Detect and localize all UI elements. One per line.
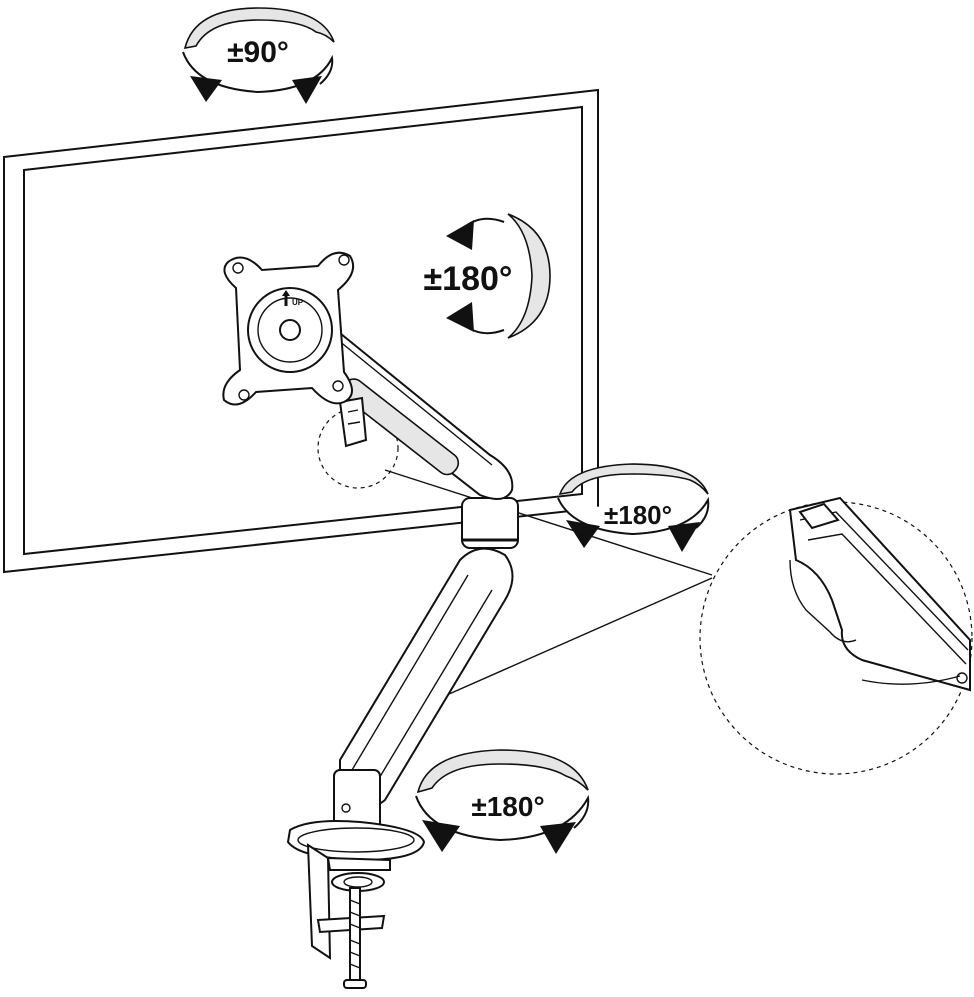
curved-rotation-arrow-icon bbox=[540, 822, 576, 854]
detail-zoom-view bbox=[699, 496, 973, 775]
up-arrow-icon bbox=[282, 290, 290, 306]
curved-rotation-arrow-icon bbox=[446, 220, 474, 250]
callout-line-bottom bbox=[439, 577, 713, 699]
detail-callout-circle-small bbox=[317, 407, 399, 489]
curved-rotation-arrow-icon bbox=[566, 520, 600, 548]
rotate-rotation-arrow: ±180° bbox=[424, 213, 551, 339]
arm-swivel-angle-label: ±180° bbox=[604, 500, 672, 530]
rotate-angle-label: ±180° bbox=[424, 260, 513, 298]
mount-up-label: UP bbox=[292, 298, 304, 307]
monitor-arm bbox=[286, 323, 519, 989]
tilt-rotation-arrow: ±90° bbox=[182, 7, 335, 104]
tilt-angle-label: ±90° bbox=[227, 36, 289, 69]
base-swivel-angle-label: ±180° bbox=[471, 791, 544, 822]
curved-rotation-arrow-icon bbox=[668, 522, 700, 552]
curved-rotation-arrow-icon bbox=[292, 76, 322, 104]
curved-rotation-arrow-icon bbox=[190, 76, 222, 102]
callout-line-top bbox=[384, 469, 713, 576]
base-swivel-rotation-arrow: ±180° bbox=[415, 749, 590, 854]
curved-rotation-arrow-icon bbox=[422, 820, 460, 852]
vesa-mount-plate: UP bbox=[222, 251, 354, 406]
arm-swivel-rotation-arrow: ±180° bbox=[557, 463, 710, 552]
curved-rotation-arrow-icon bbox=[446, 302, 474, 332]
